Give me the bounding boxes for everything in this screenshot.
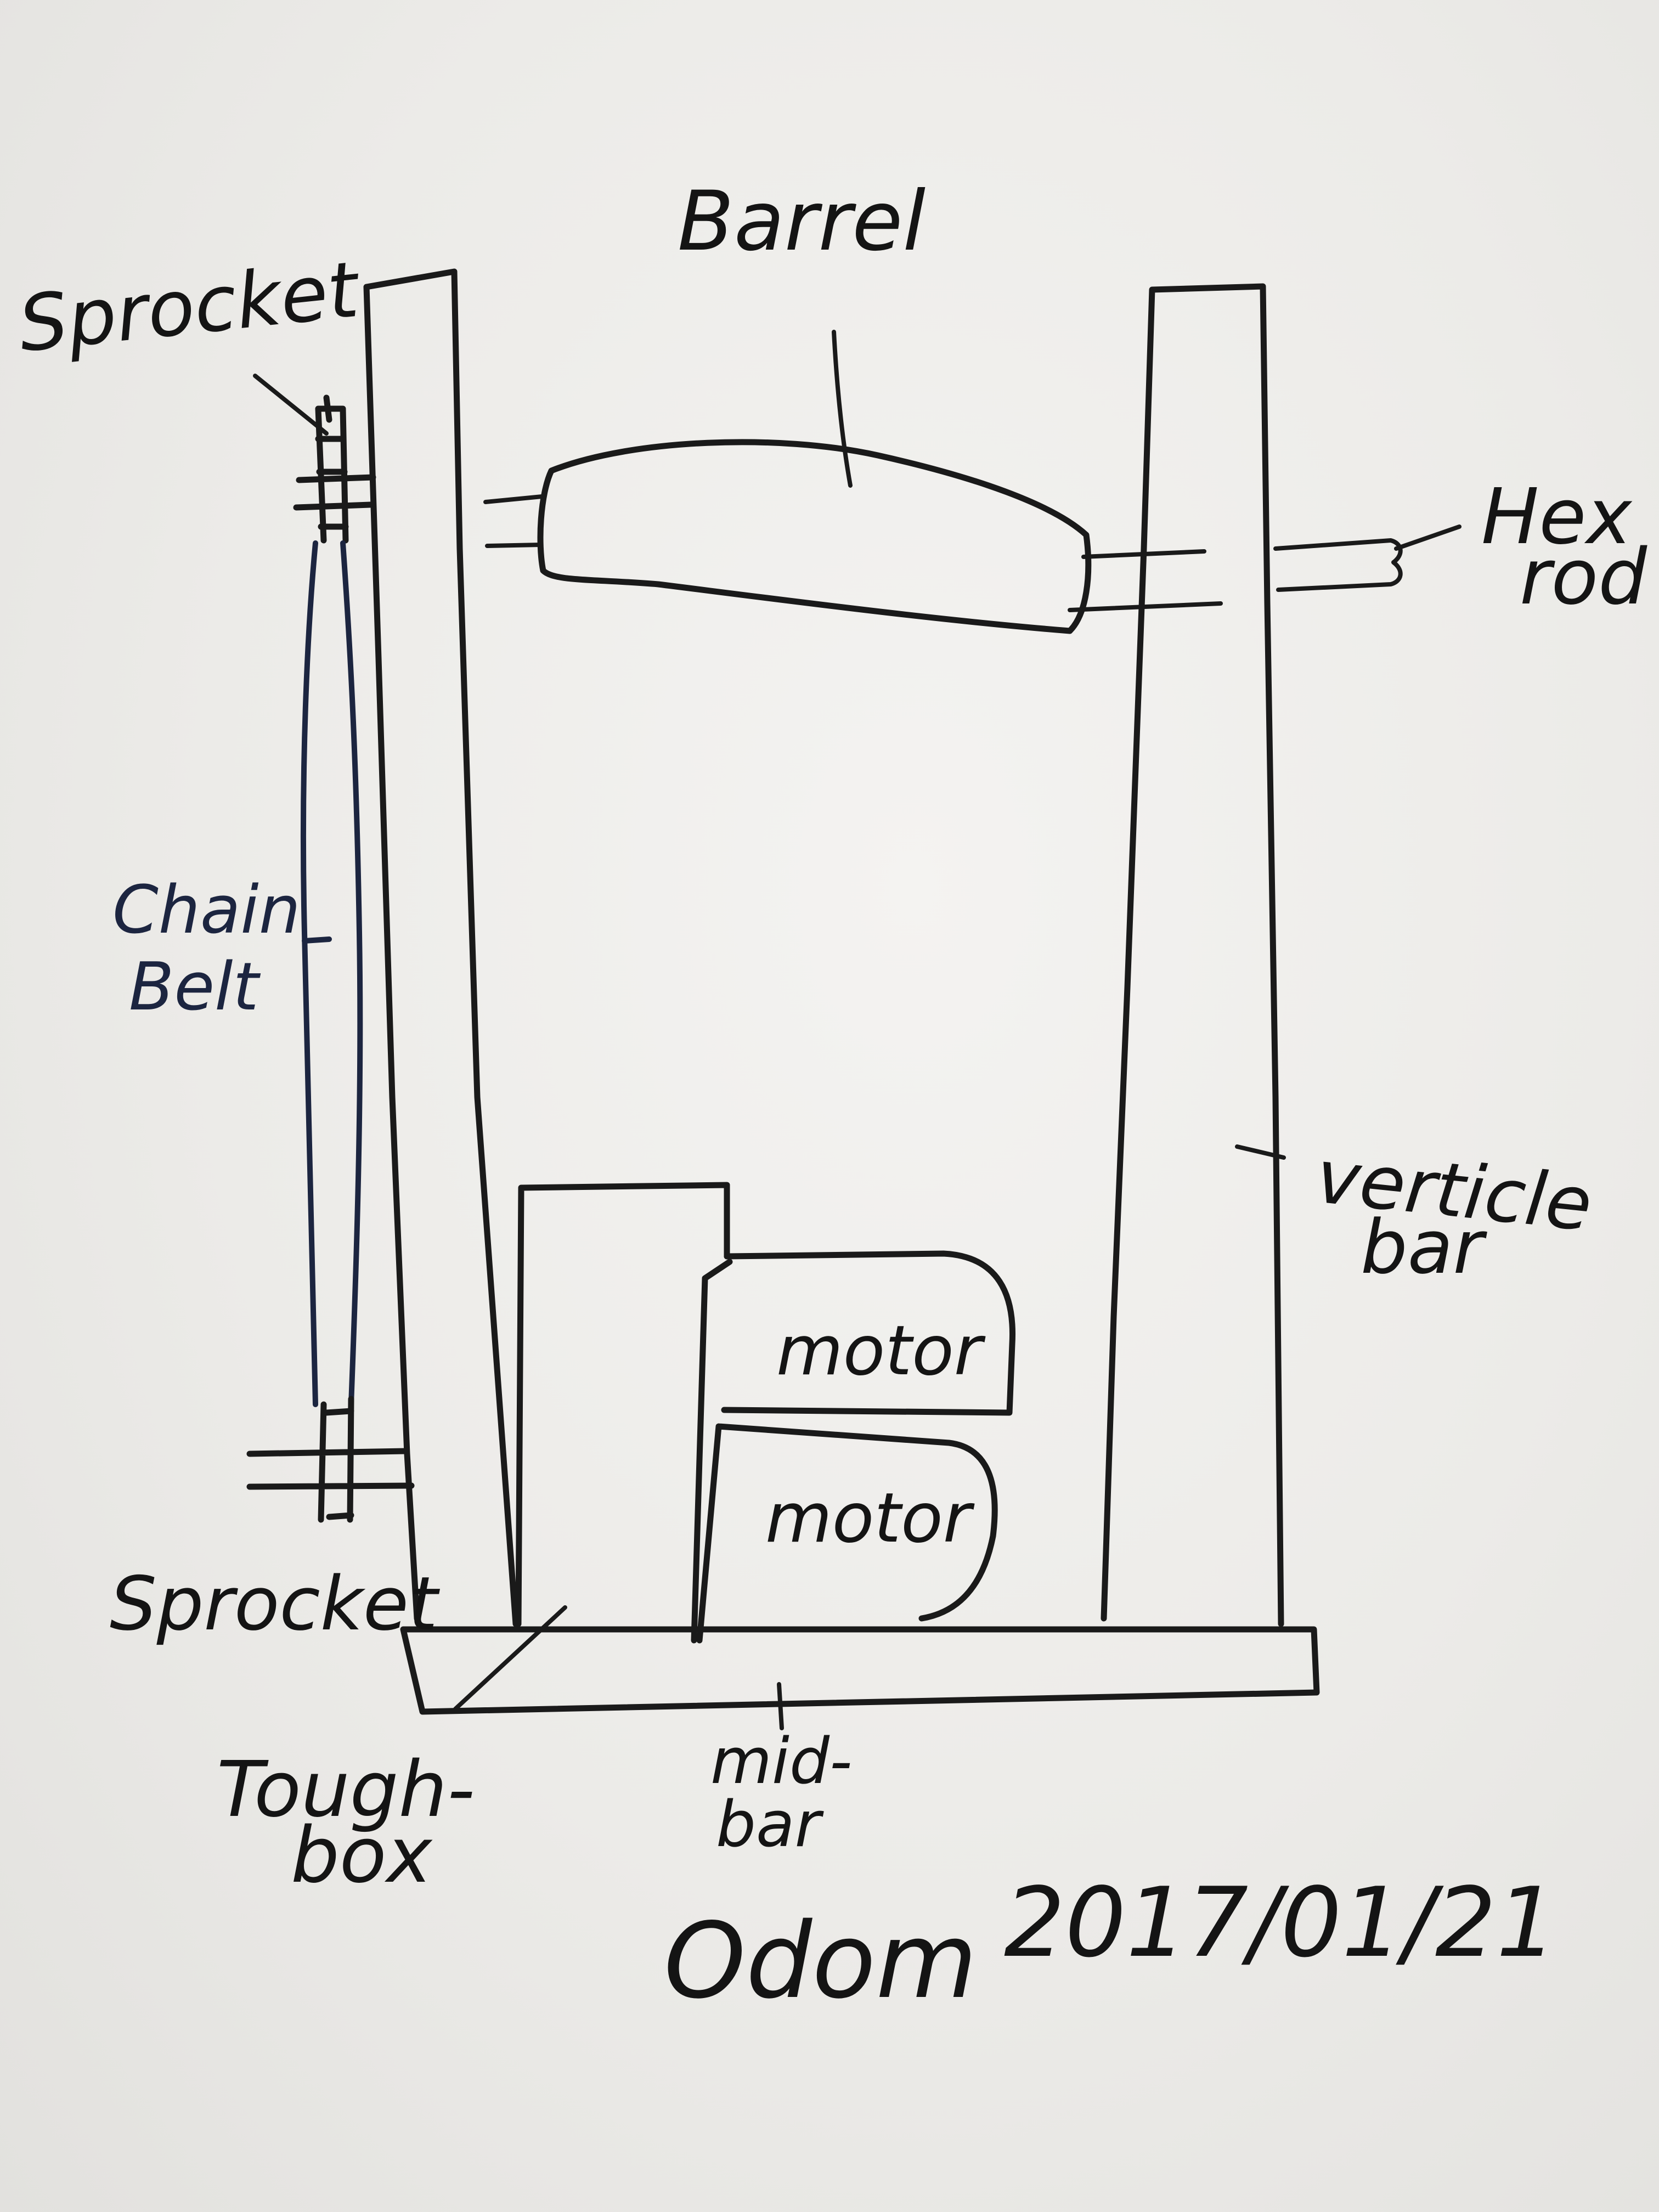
label-chain-belt-line2: Belt — [129, 949, 261, 1025]
vertical-bar-leader-line — [1235, 1144, 1286, 1160]
signature-date: 2017/01/21 — [1004, 1867, 1558, 1979]
motor-bottom — [696, 1423, 998, 1644]
signature-name: Odom — [664, 1900, 977, 2022]
label-sprocket-top: Sprocket — [15, 245, 365, 369]
right-vertical-bar — [1101, 283, 1284, 1627]
label-motor-top: motor — [776, 1311, 986, 1391]
sprocket-top — [293, 394, 376, 544]
sprocket-top-leader-line — [253, 374, 329, 436]
toughbox-leader-line — [453, 1605, 567, 1711]
motor-top — [721, 1250, 1016, 1416]
label-midbar-line1: mid- — [710, 1725, 852, 1798]
chain-belt-tick — [302, 936, 332, 944]
hex-rod-right — [1068, 524, 1462, 612]
label-toughbox-line2: box — [291, 1811, 433, 1900]
midbar-leader-line — [777, 1682, 784, 1730]
label-sprocket-bottom: Sprocket — [110, 1561, 441, 1647]
label-vertical-bar-line2: bar — [1361, 1204, 1487, 1290]
label-toughbox-line1: Tough- — [217, 1745, 475, 1835]
mid-bar — [400, 1626, 1320, 1715]
label-chain-belt-line1: Chain — [112, 872, 301, 949]
barrel — [537, 439, 1092, 634]
label-motor-bottom: motor — [765, 1479, 975, 1558]
chain-belt — [300, 540, 363, 1407]
label-hex-rod-line1: Hex — [1481, 472, 1633, 562]
barrel-leader-line — [832, 330, 853, 488]
label-hex-rod-line2: rod — [1520, 533, 1647, 622]
sprocket-bottom — [246, 1396, 415, 1523]
label-midbar-line2: bar — [716, 1788, 824, 1861]
label-barrel: Barrel — [678, 174, 926, 269]
hex-rod-left — [483, 494, 544, 548]
toughbox — [515, 1182, 733, 1644]
left-vertical-bar — [363, 268, 519, 1627]
